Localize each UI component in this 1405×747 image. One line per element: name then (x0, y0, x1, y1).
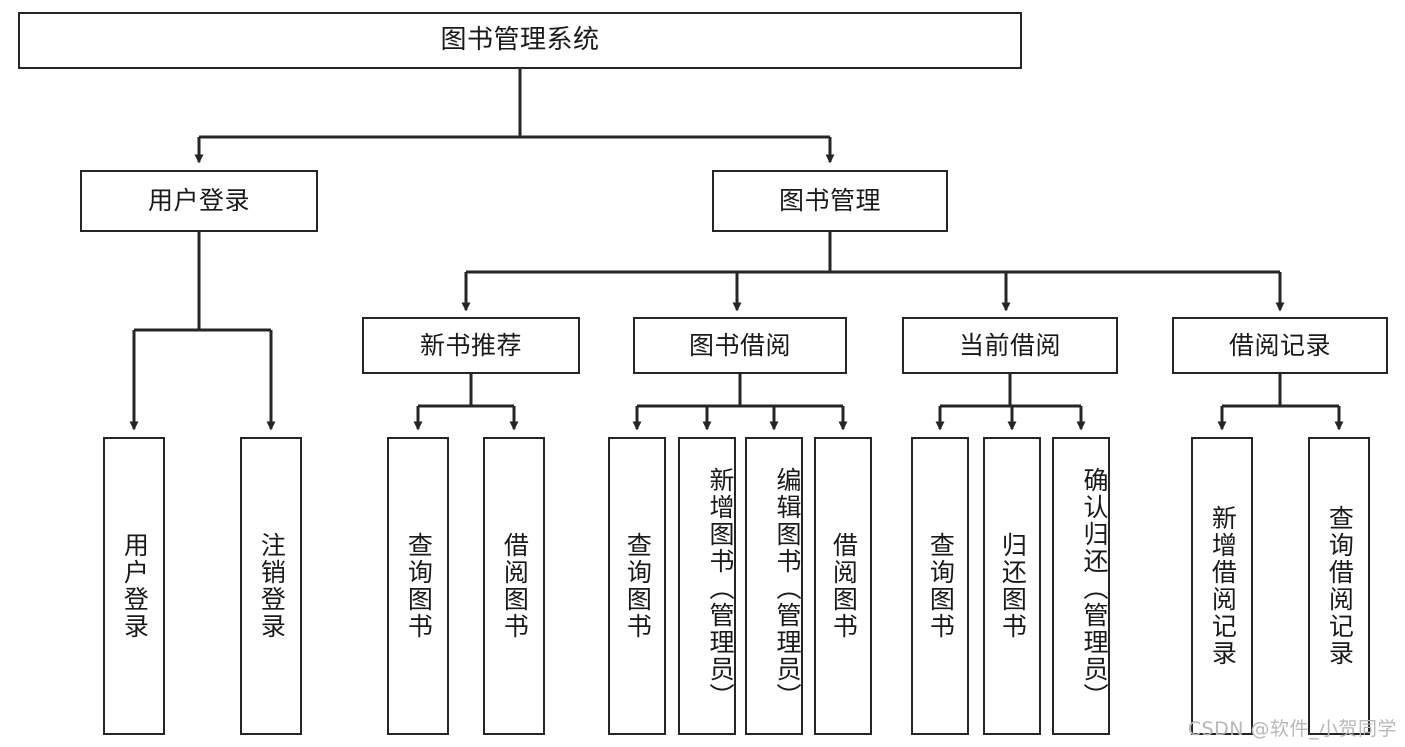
node-leaf-user-login[interactable]: 用户登录 (103, 437, 165, 735)
node-leaf-query-book-2[interactable]: 查询图书 (608, 437, 666, 735)
node-leaf-edit-book[interactable]: 编辑图书（管理员） (745, 437, 803, 735)
node-leaf-user-login-label: 用户登录 (120, 532, 150, 640)
node-leaf-query-book-1[interactable]: 查询图书 (387, 437, 449, 735)
node-leaf-query-book-1-label: 查询图书 (404, 532, 434, 640)
node-leaf-query-borrow-rec-label: 查询借阅记录 (1325, 505, 1355, 667)
node-current-borrow-label: 当前借阅 (958, 330, 1061, 360)
node-new-book-rec[interactable]: 新书推荐 (362, 317, 580, 374)
node-user-login[interactable]: 用户登录 (80, 170, 318, 232)
node-root-label: 图书管理系统 (440, 25, 600, 56)
node-leaf-borrow-book-2-label: 借阅图书 (829, 532, 859, 640)
node-user-login-label: 用户登录 (147, 186, 250, 216)
node-leaf-query-borrow-rec[interactable]: 查询借阅记录 (1308, 437, 1370, 735)
node-leaf-return-book-label: 归还图书 (998, 532, 1028, 640)
node-leaf-confirm-return[interactable]: 确认归还（管理员） (1052, 437, 1110, 735)
node-leaf-borrow-book-1-label: 借阅图书 (500, 532, 530, 640)
node-leaf-add-borrow-rec[interactable]: 新增借阅记录 (1191, 437, 1253, 735)
node-book-borrow[interactable]: 图书借阅 (633, 317, 847, 374)
node-leaf-confirm-return-label: 确认归还（管理员） (1080, 466, 1109, 710)
node-leaf-borrow-book-2[interactable]: 借阅图书 (814, 437, 872, 735)
node-leaf-user-logout-label: 注销登录 (257, 532, 287, 640)
node-leaf-user-logout[interactable]: 注销登录 (240, 437, 302, 735)
node-leaf-add-book[interactable]: 新增图书（管理员） (678, 437, 736, 735)
node-borrow-record-label: 借阅记录 (1228, 330, 1331, 360)
node-leaf-return-book[interactable]: 归还图书 (983, 437, 1041, 735)
node-leaf-query-book-2-label: 查询图书 (623, 532, 653, 640)
node-borrow-record[interactable]: 借阅记录 (1172, 317, 1388, 374)
csdn-watermark: CSDN @软件_小贺同学 (1187, 718, 1397, 740)
node-root[interactable]: 图书管理系统 (18, 12, 1022, 69)
node-book-manage-label: 图书管理 (778, 186, 881, 216)
node-new-book-rec-label: 新书推荐 (419, 330, 522, 360)
node-leaf-add-book-label: 新增图书（管理员） (706, 466, 735, 710)
node-leaf-add-borrow-rec-label: 新增借阅记录 (1208, 505, 1238, 667)
node-book-borrow-label: 图书借阅 (688, 330, 791, 360)
node-book-manage[interactable]: 图书管理 (712, 170, 948, 232)
node-leaf-edit-book-label: 编辑图书（管理员） (773, 466, 802, 710)
node-leaf-query-book-3[interactable]: 查询图书 (911, 437, 969, 735)
node-leaf-query-book-3-label: 查询图书 (926, 532, 956, 640)
node-current-borrow[interactable]: 当前借阅 (902, 317, 1118, 374)
node-leaf-borrow-book-1[interactable]: 借阅图书 (483, 437, 545, 735)
